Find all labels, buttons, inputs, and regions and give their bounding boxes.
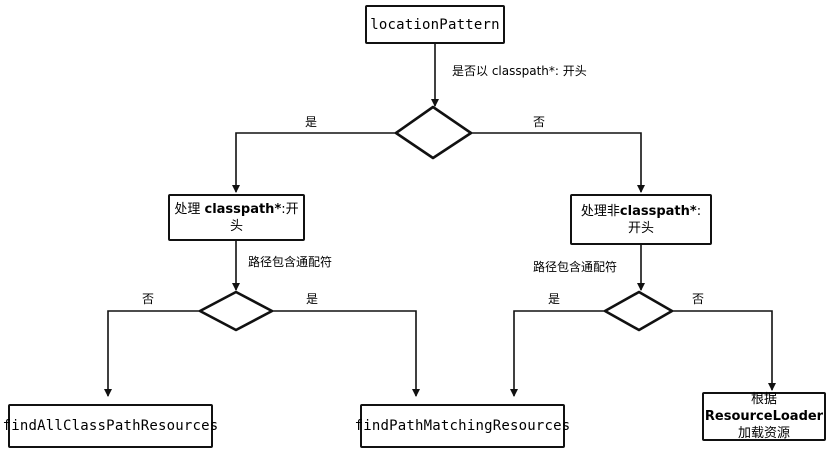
node-location-pattern-label: locationPattern [370,16,500,33]
edge-decision-top-no [471,132,645,193]
branch-label-top-no-text: 否 [533,115,546,129]
branch-label-left-yes: 是 [306,290,318,307]
process-left-suffix: :开头 [229,201,299,234]
branch-label-left-yes-text: 是 [306,292,319,306]
process-right-prefix: 处理非 [580,203,620,219]
node-process-classpath-label: 处理 classpath*:开头 [170,201,303,235]
edge-label-top-condition-text: 是否以 classpath*: 开头 [452,64,587,78]
edge-label-left-condition: 路径包含通配符 [248,253,332,270]
node-resource-loader-label: 根据 ResourceLoader 加载资源 [704,391,824,442]
node-process-non-classpath-label: 处理非classpath*:开头 [580,203,702,237]
branch-label-right-no: 否 [692,290,704,307]
node-find-path-matching-resources-label: findPathMatchingResources [354,418,571,434]
resource-loader-line2: 加载资源 [737,426,790,441]
node-process-non-classpath[interactable]: 处理非classpath*:开头 [570,194,712,245]
process-right-bold: classpath* [619,203,697,219]
edge-decision-left-no [104,310,200,397]
process-left-prefix: 处理 [174,201,205,217]
node-find-path-matching-resources[interactable]: findPathMatchingResources [355,404,570,448]
node-process-classpath[interactable]: 处理 classpath*:开头 [168,194,305,241]
resource-loader-bold: ResourceLoader [704,409,824,424]
branch-label-top-no: 否 [533,113,545,130]
edge-decision-right-no [672,310,776,391]
branch-label-left-no: 否 [142,290,154,307]
decision-right-diamond[interactable] [603,290,674,332]
edge-decision-left-yes [272,310,420,397]
branch-label-right-yes: 是 [548,290,560,307]
decision-top-diamond[interactable] [394,105,473,160]
node-location-pattern[interactable]: locationPattern [365,5,505,44]
branch-label-right-no-text: 否 [692,292,705,306]
branch-label-left-no-text: 否 [142,292,155,306]
resource-loader-prefix: 根据 [750,392,777,407]
edge-label-right-condition: 路径包含通配符 [533,258,617,275]
node-find-all-class-path-resources[interactable]: findAllClassPathResources [3,404,218,448]
node-find-all-class-path-resources-label: findAllClassPathResources [2,418,219,434]
edge-label-left-condition-text: 路径包含通配符 [248,255,333,269]
decision-left-diamond[interactable] [198,290,274,332]
branch-label-right-yes-text: 是 [548,292,561,306]
branch-label-top-yes: 是 [305,113,317,130]
node-resource-loader[interactable]: 根据 ResourceLoader 加载资源 [702,392,826,441]
edge-label-right-condition-text: 路径包含通配符 [533,260,618,274]
process-left-bold: classpath* [204,201,282,217]
branch-label-top-yes-text: 是 [305,115,318,129]
edge-decision-top-yes [232,132,396,193]
process-right-suffix: :开头 [627,203,702,236]
edge-label-top-condition: 是否以 classpath*: 开头 [452,62,587,79]
edge-decision-right-yes [510,310,605,397]
